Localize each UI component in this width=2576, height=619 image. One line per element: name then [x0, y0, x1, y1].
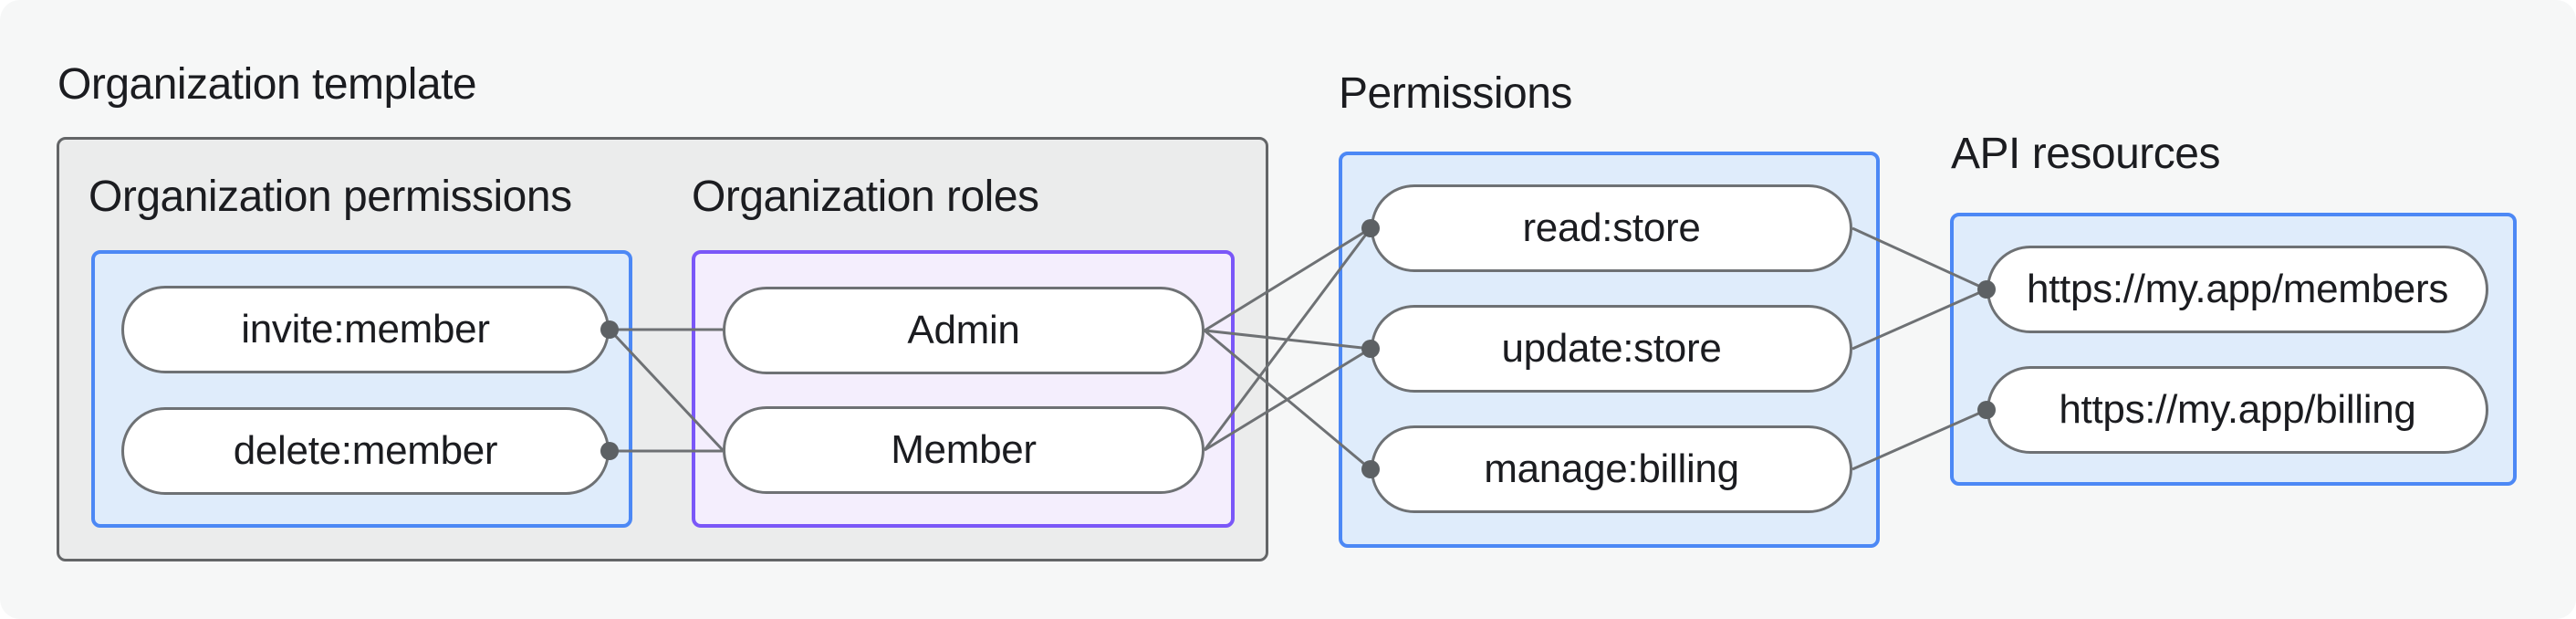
node-invite-member: invite:member [121, 286, 610, 373]
edge-invite-member [608, 328, 725, 452]
node-api-members: https://my.app/members [1987, 246, 2488, 333]
node-update-store-label: update:store [1501, 326, 1722, 371]
connector-dot-read [1361, 219, 1380, 237]
node-manage-billing-label: manage:billing [1484, 446, 1739, 491]
edge-manage-billing [1851, 408, 1987, 471]
edge-read-members [1851, 226, 1987, 291]
node-api-billing: https://my.app/billing [1987, 366, 2488, 454]
connector-dot-update [1361, 340, 1380, 358]
edge-member-update [1204, 347, 1371, 452]
connector-dot-delete [600, 442, 619, 460]
node-invite-member-label: invite:member [241, 307, 490, 351]
node-delete-member-label: delete:member [233, 428, 498, 473]
organization-permissions-heading: Organization permissions [89, 173, 572, 221]
node-update-store: update:store [1371, 305, 1852, 393]
edge-update-members [1851, 288, 1987, 351]
organization-template-heading: Organization template [57, 60, 477, 109]
node-manage-billing: manage:billing [1371, 425, 1852, 513]
connector-dot-members [1977, 280, 1996, 299]
node-api-billing-label: https://my.app/billing [2059, 387, 2416, 432]
edge-member-read [1203, 227, 1372, 451]
node-member-role: Member [723, 406, 1205, 494]
node-api-members-label: https://my.app/members [2026, 267, 2449, 311]
permissions-heading: Permissions [1339, 69, 1572, 118]
node-member-role-label: Member [891, 427, 1037, 472]
node-delete-member: delete:member [121, 407, 610, 495]
api-resources-heading: API resources [1951, 130, 2220, 178]
node-admin-role: Admin [723, 287, 1205, 374]
connector-dot-billing [1977, 401, 1996, 419]
connector-dot-invite [600, 320, 619, 339]
node-read-store-label: read:store [1522, 205, 1701, 250]
edge-admin-read [1204, 226, 1371, 332]
node-read-store: read:store [1371, 184, 1852, 272]
node-admin-role-label: Admin [907, 308, 1020, 352]
organization-roles-heading: Organization roles [692, 173, 1039, 221]
connector-dot-manage [1361, 460, 1380, 478]
